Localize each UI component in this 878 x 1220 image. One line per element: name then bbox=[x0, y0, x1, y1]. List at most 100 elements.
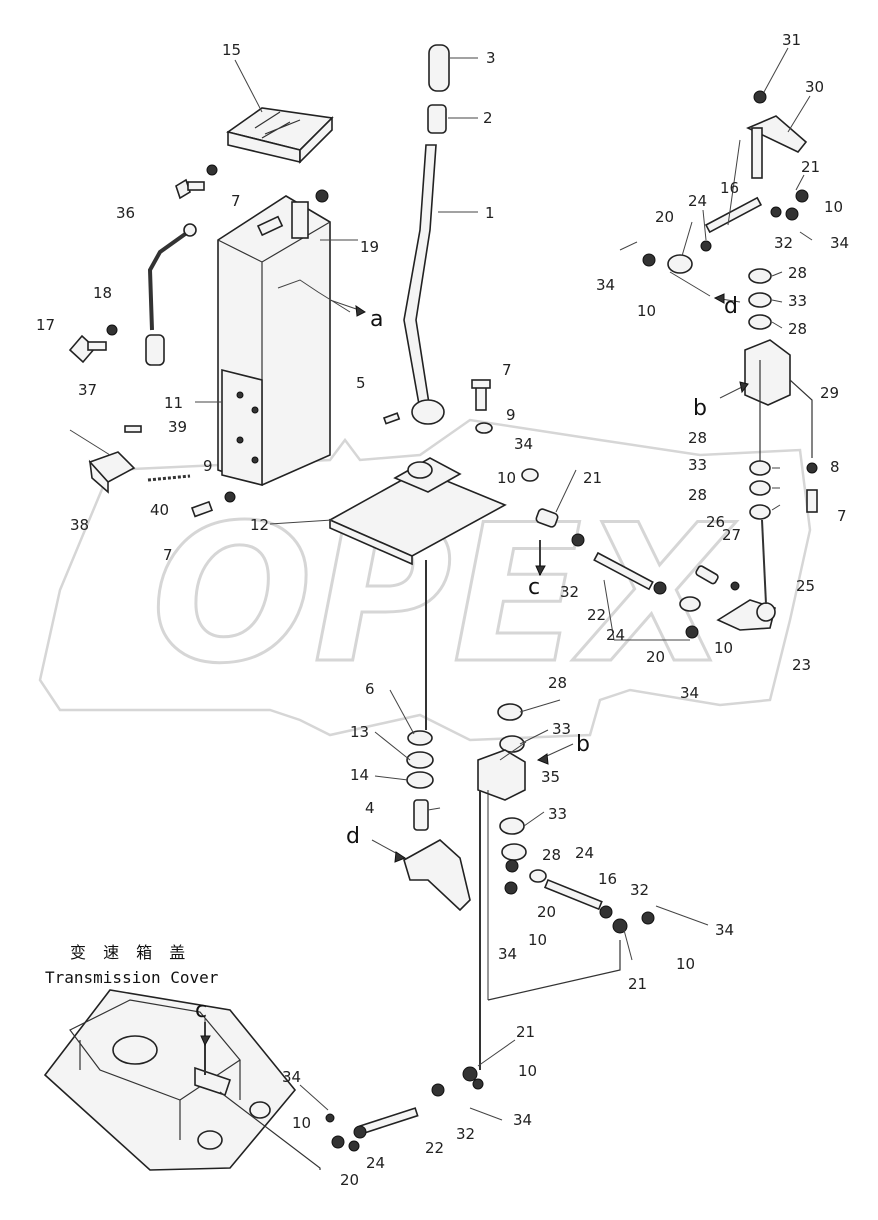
part-29-bracket bbox=[744, 339, 813, 470]
right-stack-lower bbox=[749, 460, 818, 520]
label-10: 10 bbox=[676, 955, 695, 973]
label-40: 40 bbox=[150, 501, 169, 519]
part-11-bracket bbox=[221, 368, 263, 487]
part-5-pin bbox=[382, 412, 401, 425]
label-19: 19 bbox=[360, 238, 379, 256]
ref-c: c bbox=[528, 575, 540, 600]
label-10: 10 bbox=[824, 198, 843, 216]
label-27: 27 bbox=[722, 526, 741, 544]
label-2: 2 bbox=[483, 109, 493, 127]
label-32: 32 bbox=[456, 1125, 475, 1143]
label-10: 10 bbox=[497, 469, 516, 487]
label-37: 37 bbox=[78, 381, 97, 399]
label-9: 9 bbox=[506, 406, 516, 424]
label-17: 17 bbox=[36, 316, 55, 334]
right-top-linkage bbox=[642, 189, 809, 297]
part-7-bolt-center bbox=[471, 379, 491, 411]
label-13: 13 bbox=[350, 723, 369, 741]
label-34: 34 bbox=[830, 234, 849, 252]
label-29: 29 bbox=[820, 384, 839, 402]
label-32: 32 bbox=[560, 583, 579, 601]
label-5: 5 bbox=[356, 374, 366, 392]
label-20: 20 bbox=[340, 1171, 359, 1189]
label-7: 7 bbox=[837, 507, 847, 525]
label-28: 28 bbox=[688, 486, 707, 504]
label-33: 33 bbox=[548, 805, 567, 823]
label-25: 25 bbox=[796, 577, 815, 595]
label-34: 34 bbox=[498, 945, 517, 963]
bottom-linkage bbox=[325, 1066, 484, 1152]
part-7-bolt-left bbox=[190, 500, 214, 518]
label-7: 7 bbox=[502, 361, 512, 379]
part-12-plate bbox=[328, 457, 507, 566]
label-10: 10 bbox=[714, 639, 733, 657]
label-32: 32 bbox=[774, 234, 793, 252]
label-20: 20 bbox=[655, 208, 674, 226]
caption-chinese: 变 速 箱 盖 bbox=[70, 943, 191, 962]
label-34: 34 bbox=[513, 1111, 532, 1129]
label-21: 21 bbox=[516, 1023, 535, 1041]
label-22: 22 bbox=[587, 606, 606, 624]
label-10: 10 bbox=[637, 302, 656, 320]
part-9-washer-center bbox=[475, 422, 493, 434]
label-8: 8 bbox=[830, 458, 840, 476]
label-16: 16 bbox=[720, 179, 739, 197]
label-4: 4 bbox=[365, 799, 375, 817]
label-23: 23 bbox=[792, 656, 811, 674]
part-1-lever bbox=[403, 144, 445, 425]
part-38-block bbox=[88, 451, 136, 494]
label-30: 30 bbox=[805, 78, 824, 96]
part-labels: 15 3 2 1 31 30 21 16 24 20 10 32 34 34 1… bbox=[36, 31, 849, 1189]
label-28: 28 bbox=[788, 320, 807, 338]
ref-b: b bbox=[576, 732, 590, 757]
label-10: 10 bbox=[528, 931, 547, 949]
label-12: 12 bbox=[250, 516, 269, 534]
label-21: 21 bbox=[583, 469, 602, 487]
label-34: 34 bbox=[715, 921, 734, 939]
label-24: 24 bbox=[688, 192, 707, 210]
center-lower-assembly bbox=[403, 703, 655, 1070]
label-18: 18 bbox=[93, 284, 112, 302]
label-7: 7 bbox=[163, 546, 173, 564]
label-32: 32 bbox=[630, 881, 649, 899]
label-28: 28 bbox=[688, 429, 707, 447]
label-34: 34 bbox=[282, 1068, 301, 1086]
part-2-sleeve bbox=[427, 104, 447, 134]
label-28: 28 bbox=[548, 674, 567, 692]
label-11: 11 bbox=[164, 394, 183, 412]
label-24: 24 bbox=[575, 844, 594, 862]
caption-english: Transmission Cover bbox=[45, 968, 219, 987]
part-37-knob bbox=[145, 334, 165, 366]
label-34: 34 bbox=[596, 276, 615, 294]
ref-b: b bbox=[693, 396, 707, 421]
part-17-bolt bbox=[68, 334, 107, 364]
label-34: 34 bbox=[680, 684, 699, 702]
label-20: 20 bbox=[646, 648, 665, 666]
part-15-pad bbox=[226, 107, 334, 164]
part-31-nut bbox=[753, 90, 767, 104]
label-10: 10 bbox=[292, 1114, 311, 1132]
part-9-washer bbox=[224, 491, 236, 503]
label-21: 21 bbox=[801, 158, 820, 176]
label-20: 20 bbox=[537, 903, 556, 921]
label-39: 39 bbox=[168, 418, 187, 436]
part-39-pin bbox=[124, 425, 142, 433]
label-33: 33 bbox=[788, 292, 807, 310]
label-21: 21 bbox=[628, 975, 647, 993]
label-15: 15 bbox=[222, 41, 241, 59]
label-33: 33 bbox=[688, 456, 707, 474]
label-1: 1 bbox=[485, 204, 495, 222]
ref-d: d bbox=[346, 824, 360, 849]
label-24: 24 bbox=[606, 626, 625, 644]
part-7-bolt-top bbox=[175, 164, 329, 237]
transmission-cover bbox=[43, 989, 321, 1171]
label-7: 7 bbox=[231, 192, 241, 210]
label-14: 14 bbox=[350, 766, 369, 784]
leader-lines bbox=[299, 47, 811, 1121]
label-35: 35 bbox=[541, 768, 560, 786]
label-33: 33 bbox=[552, 720, 571, 738]
part-30-arm bbox=[746, 115, 808, 179]
part-36-rod bbox=[147, 223, 197, 331]
label-34: 34 bbox=[514, 435, 533, 453]
